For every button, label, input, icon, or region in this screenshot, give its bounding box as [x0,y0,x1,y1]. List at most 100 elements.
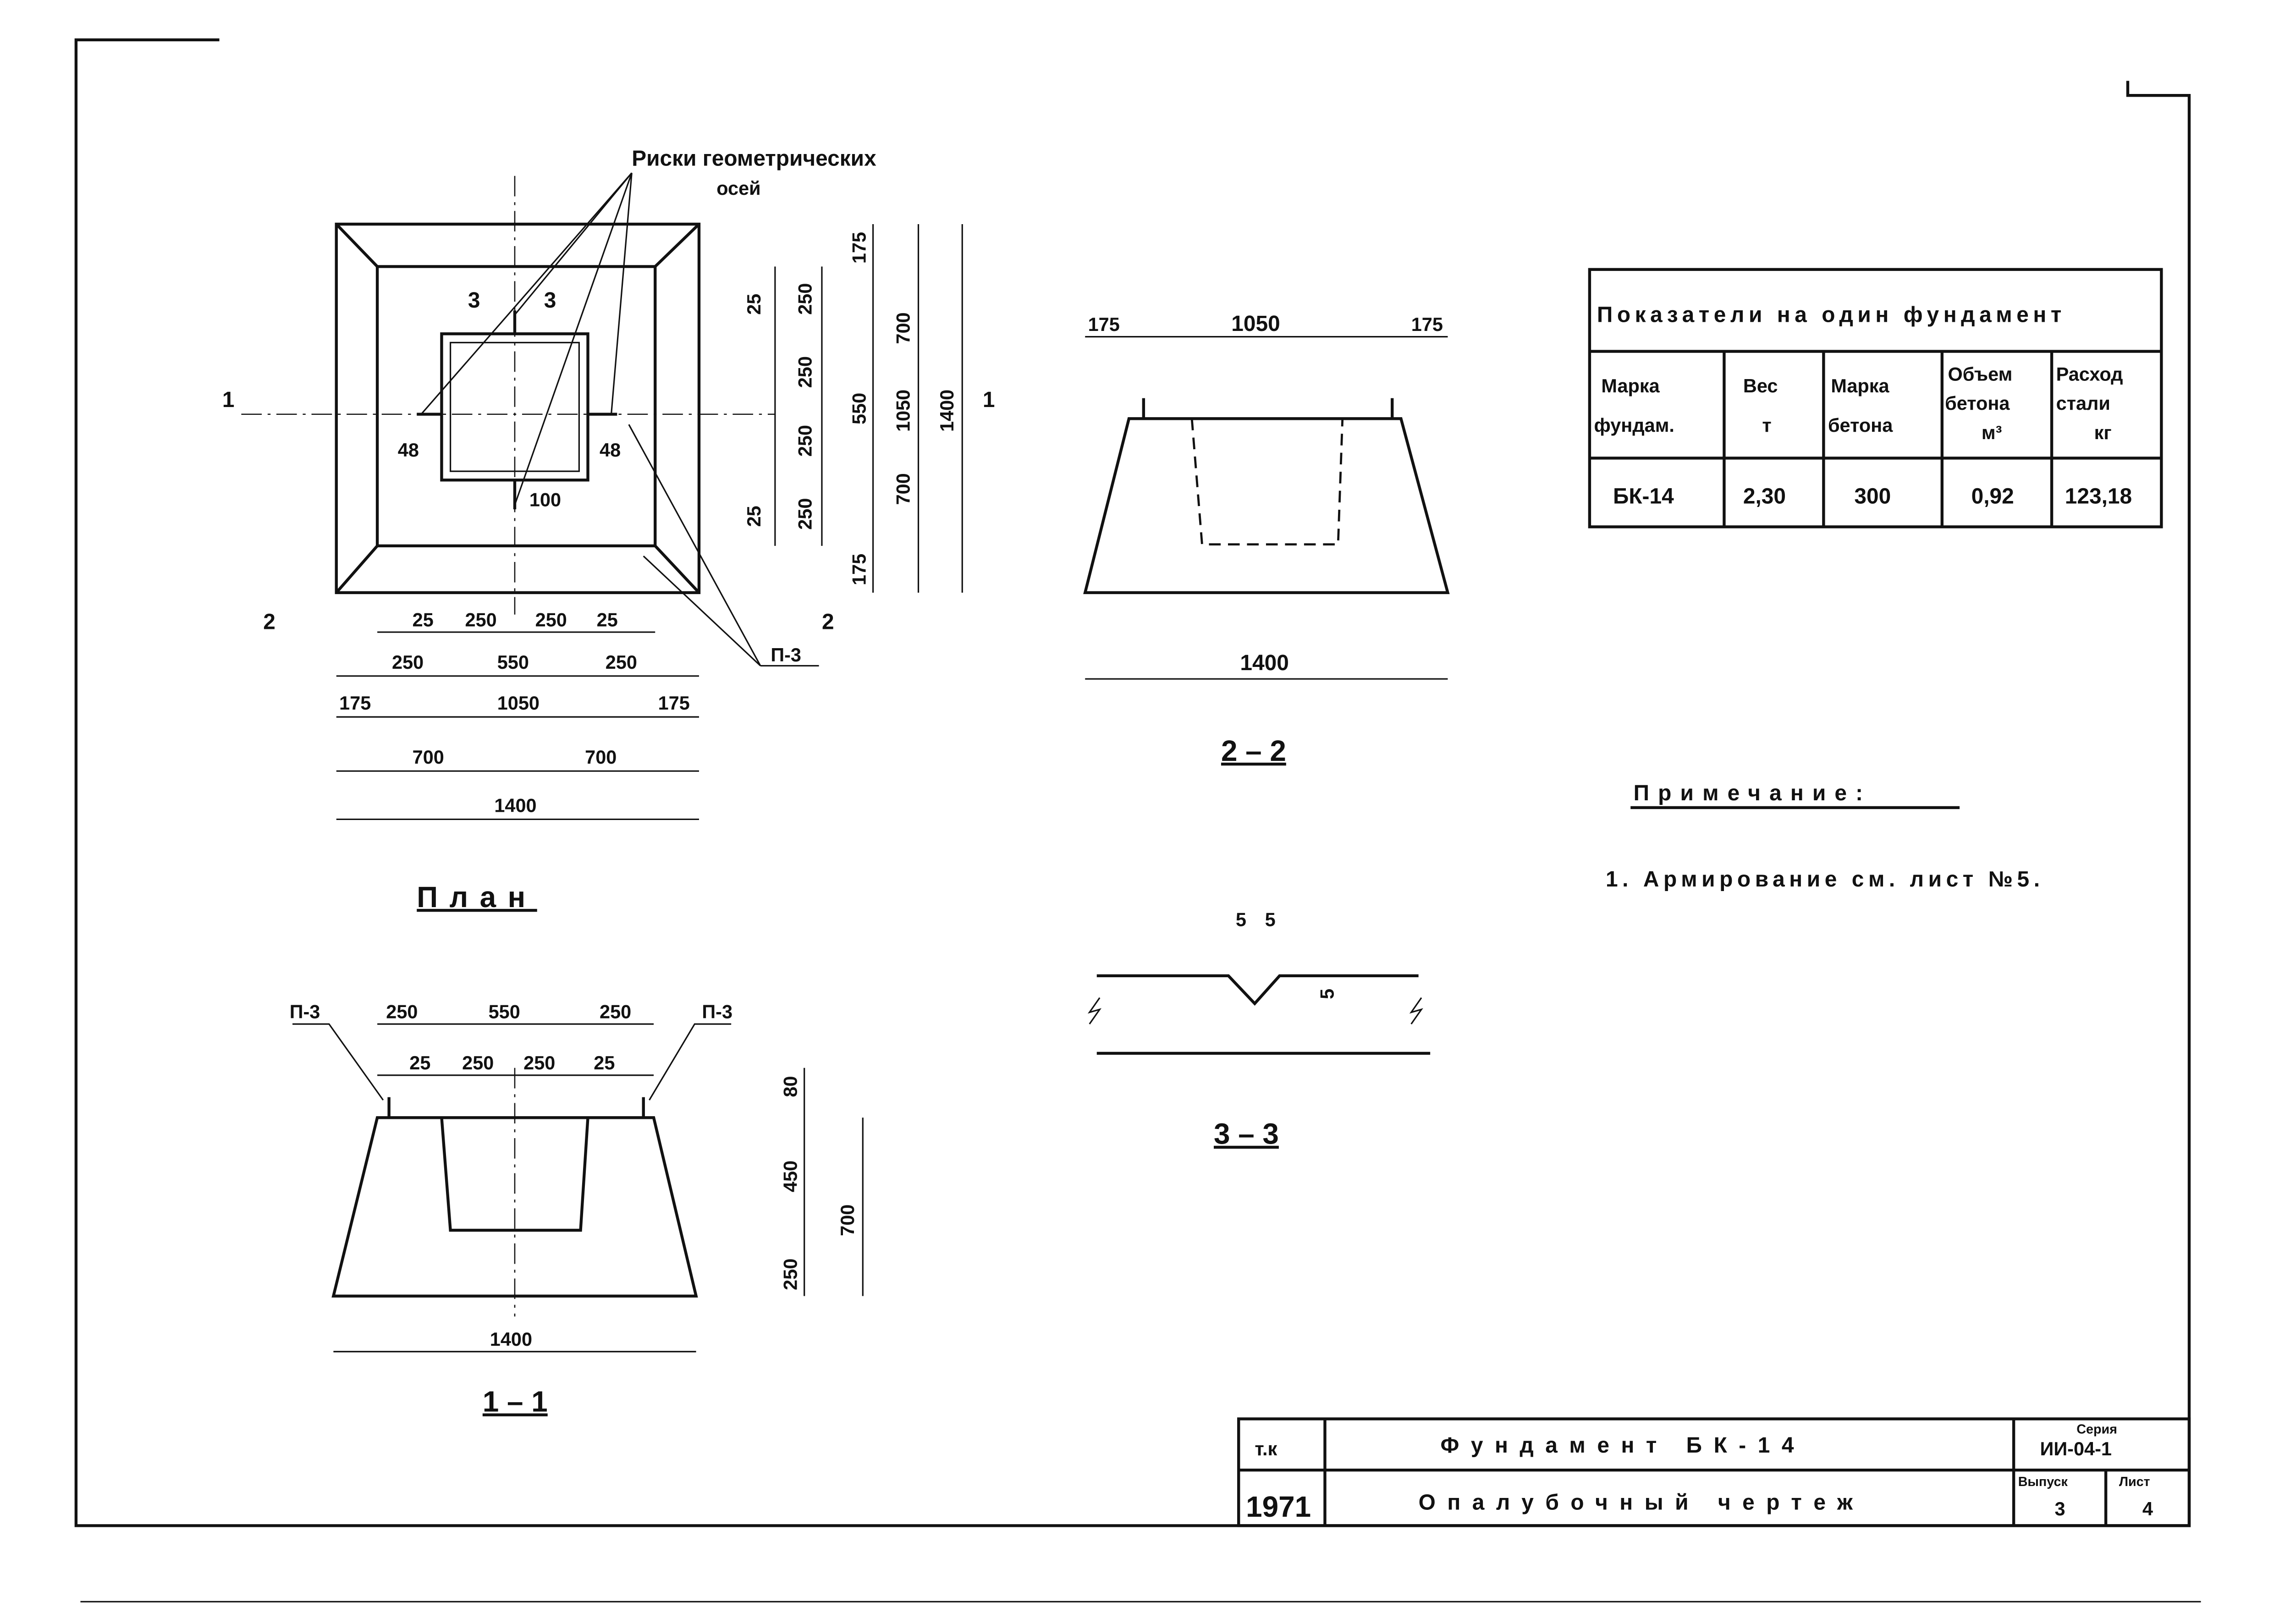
dim: 1400 [490,1328,532,1350]
note: Примечание: 1. Армирование см. лист №5. [1606,781,2044,892]
table-header: стали [2056,392,2110,414]
table-header: фундам. [1594,414,1674,436]
dim: 25 [597,609,618,630]
dim: 25 [409,1052,430,1073]
dim: 250 [600,1001,631,1022]
table-header: т [1762,414,1771,436]
series-value: ИИ-04-1 [2040,1438,2112,1459]
dim: 550 [489,1001,520,1022]
embed-label-left: П-3 [290,1001,320,1022]
dim: 250 [794,283,816,315]
table-cell: 0,92 [1971,484,2014,508]
table-header: бетона [1945,392,2010,414]
section-mark-3-right: 3 [544,288,556,313]
issue-value: 3 [2054,1498,2065,1519]
dim-100: 100 [529,489,561,511]
section-2-2: 175 1050 175 1400 2 – 2 [1083,312,1450,767]
dim: 700 [585,746,617,768]
section-mark-2-right: 2 [822,610,834,634]
axes-marks-label-2: осей [716,177,760,199]
table-header: Расход [2056,363,2123,385]
section-mark-3-left: 3 [468,288,480,313]
embed-label: П-3 [771,644,801,666]
table-cell: БК-14 [1613,484,1674,508]
plan-title: План [417,881,537,914]
dim: 175 [339,692,371,714]
dim: 1050 [892,390,914,432]
title-block: т.к 1971 Фундамент БК-14 Опалубочный чер… [1237,1417,2191,1527]
section-2-2-title: 2 – 2 [1221,734,1286,767]
table-header: Марка [1831,375,1889,396]
dim: 450 [780,1161,801,1192]
indicators-table: Показатели на один фундамент Марка фунда… [1588,268,2163,528]
table-cell: 300 [1854,484,1891,508]
sheet-frame [74,38,2201,1602]
series-label: Серия [2076,1422,2117,1437]
axes-marks-label: Риски геометрических [632,146,876,171]
dim: 250 [794,356,816,388]
dim: 250 [780,1259,801,1290]
dim: 250 [386,1001,418,1022]
dim: 25 [594,1052,615,1073]
section-1-1: П-3 П-3 250 550 250 25 250 250 25 1400 8… [290,1001,864,1418]
dim: 700 [413,746,444,768]
section-mark-1-right: 1 [983,388,995,412]
drawing-name: Фундамент БК-14 [1440,1433,1806,1458]
embed-label-right: П-3 [702,1001,732,1022]
sheet-label: Лист [2119,1475,2150,1489]
dim: 5 [1265,908,1276,930]
year: 1971 [1246,1490,1311,1523]
dim: 250 [462,1052,494,1073]
table-header: Объем [1948,363,2013,385]
dim: 25 [413,609,434,630]
table-header: бетона [1828,414,1893,436]
dim: 700 [892,473,914,505]
section-3-3-title: 3 – 3 [1214,1118,1279,1151]
table-header: Вес [1743,375,1778,396]
table-header: кг [2094,422,2112,443]
dim: 5 [1316,989,1338,999]
dim: 25 [743,294,765,315]
dim: 5 [1236,908,1246,930]
dim: 1400 [936,390,958,432]
dim: 1400 [494,795,536,816]
dim: 550 [848,393,870,424]
issue-label: Выпуск [2018,1475,2068,1489]
note-item: 1. Армирование см. лист №5. [1606,867,2044,892]
table-header: м³ [1982,422,2002,443]
dim: 175 [1088,314,1120,335]
plan-bottom-dimensions: 25 250 250 25 250 550 250 175 1050 175 7… [336,609,699,820]
section-1-1-title: 1 – 1 [483,1385,548,1418]
table-cell: 123,18 [2065,484,2132,508]
table-title: Показатели на один фундамент [1597,303,2066,327]
section-mark-1-left: 1 [222,388,235,412]
dim: 250 [523,1052,555,1073]
dim: 175 [1411,314,1443,335]
drawing-type: Опалубочный чертеж [1419,1490,1865,1514]
dim-48-right: 48 [600,439,621,461]
section-mark-2-left: 2 [263,610,275,634]
sheet-value: 4 [2142,1498,2153,1519]
table-cell: 2,30 [1743,484,1786,508]
dim: 550 [497,651,529,673]
dim: 250 [535,609,567,630]
dim-48-left: 48 [398,439,419,461]
dim: 250 [606,651,637,673]
dim: 250 [392,651,424,673]
dim: 700 [837,1204,858,1236]
plan-view: Риски геометрических осей П-3 1 1 2 2 3 … [222,146,995,914]
dim: 1050 [497,692,540,714]
note-heading: Примечание: [1634,781,1872,805]
plan-right-dimensions: 25 250 250 250 25 250 550 175 175 700 70… [743,224,963,593]
table-header: Марка [1601,375,1660,396]
dim: 175 [848,232,870,264]
org-code: т.к [1255,1438,1277,1459]
section-3-3: 5 5 5 3 – 3 [1087,908,1431,1151]
dim: 80 [780,1076,801,1097]
dim: 250 [794,498,816,530]
dim: 250 [465,609,497,630]
dim: 1400 [1240,651,1288,675]
dim: 250 [794,425,816,457]
dim: 175 [848,554,870,585]
